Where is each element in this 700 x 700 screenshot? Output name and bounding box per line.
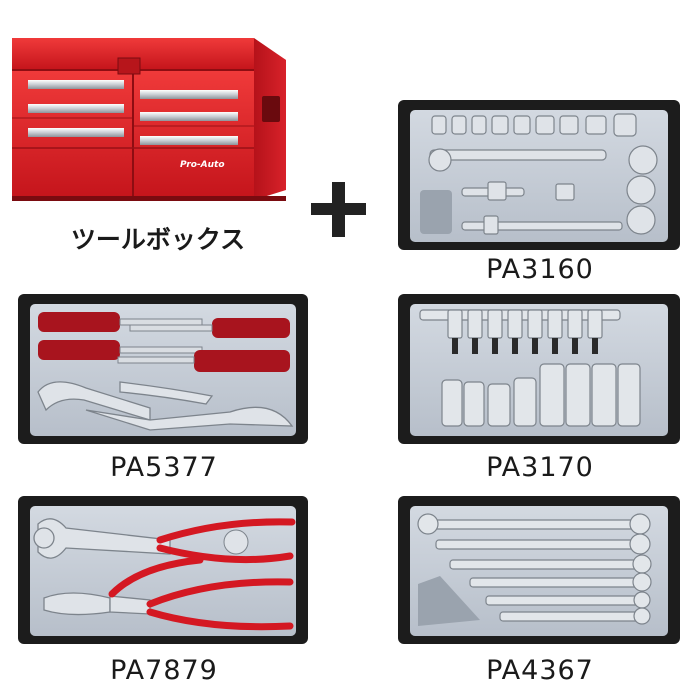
toolbox-label: ツールボックス [70, 225, 246, 254]
set-label-pa7879: PA7879 [110, 655, 218, 686]
set-label-pa3170: PA3170 [486, 452, 594, 483]
toolbox-brand-logo: Pro-Auto [180, 160, 225, 170]
set-label-pa5377: PA5377 [110, 452, 218, 483]
set-label-pa4367: PA4367 [486, 655, 594, 686]
set-label-pa3160: PA3160 [486, 254, 594, 285]
